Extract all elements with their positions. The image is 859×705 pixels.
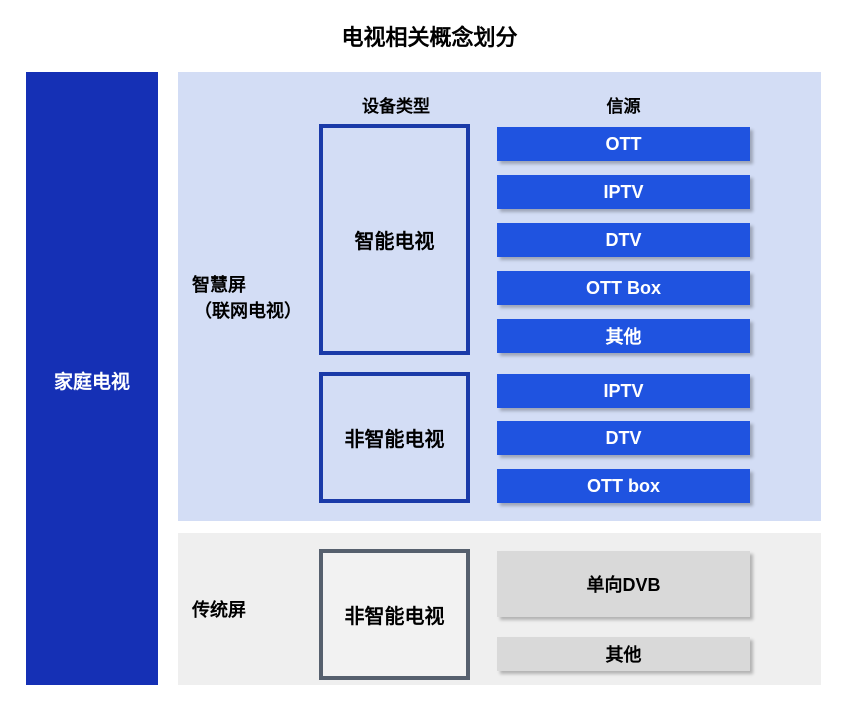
diagram-title: 电视相关概念划分 xyxy=(341,25,518,50)
device-box-smart-tv: 智能电视 xyxy=(319,124,470,355)
device-name: 非智能电视 xyxy=(344,606,445,628)
device-box-traditional-non-smart-tv: 非智能电视 xyxy=(319,549,470,680)
device-type-header: 设备类型 xyxy=(362,97,430,116)
group-label-line2: （联网电视） xyxy=(194,301,302,321)
group-label-line1: 智慧屏 xyxy=(192,275,246,295)
group-label-line1: 传统屏 xyxy=(192,600,246,620)
source-item: IPTV xyxy=(497,374,750,408)
device-box-non-smart-tv: 非智能电视 xyxy=(319,372,470,503)
group-label-traditional-screen: 传统屏 xyxy=(192,597,246,623)
group-label-smart-screen: 智慧屏 （联网电视） xyxy=(192,272,302,324)
root-category-bar: 家庭电视 xyxy=(26,72,158,685)
source-item: OTT box xyxy=(497,469,750,503)
source-item: OTT Box xyxy=(497,271,750,305)
source-item: OTT xyxy=(497,127,750,161)
root-category-label: 家庭电视 xyxy=(53,372,130,393)
device-name: 智能电视 xyxy=(354,231,435,253)
source-item: DTV xyxy=(497,421,750,455)
source-item: 单向DVB xyxy=(497,551,750,617)
device-name: 非智能电视 xyxy=(344,429,445,451)
source-item: IPTV xyxy=(497,175,750,209)
source-item: 其他 xyxy=(497,319,750,353)
source-item: DTV xyxy=(497,223,750,257)
source-header: 信源 xyxy=(606,97,641,116)
source-item: 其他 xyxy=(497,637,750,671)
